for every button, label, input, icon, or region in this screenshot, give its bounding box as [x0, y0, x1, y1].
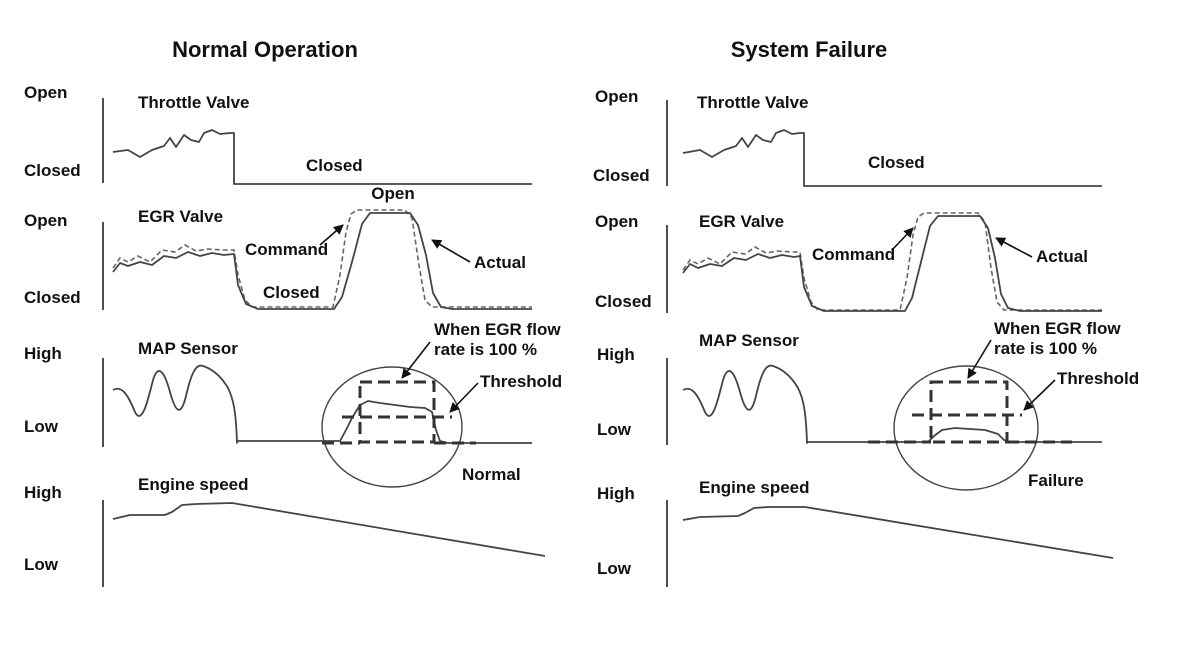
egr-flow-arrow — [401, 341, 431, 379]
y-label-open: Open — [595, 87, 638, 106]
egr-100-percent-box — [358, 380, 436, 444]
panel-system-failure: System Failure Open Closed Throttle Valv… — [593, 37, 1139, 587]
panel-normal-operation: Normal Operation Open Closed Throttle Va… — [24, 37, 562, 587]
y-label-low: Low — [24, 555, 59, 574]
engine-speed-plot: High Low Engine speed — [24, 475, 546, 587]
y-label-low: Low — [597, 420, 632, 439]
y-label-open: Open — [24, 211, 67, 230]
plot-label: EGR Valve — [699, 212, 784, 231]
y-label-high: High — [597, 345, 635, 364]
closed-annotation: Closed — [263, 283, 320, 302]
actual-trace — [682, 215, 1102, 312]
engine-speed-trace — [112, 502, 546, 557]
highlight-ellipse — [321, 366, 463, 488]
command-trace — [112, 209, 532, 308]
result-annotation: Normal — [462, 465, 521, 484]
actual-trace — [112, 212, 532, 310]
throttle-trace — [112, 129, 532, 185]
egr-valve-plot: Open Closed EGR Valve Command Actual — [595, 212, 1102, 313]
y-label-high: High — [597, 484, 635, 503]
threshold-arrow — [1023, 379, 1056, 411]
actual-arrow — [431, 239, 471, 263]
map-trace — [112, 364, 532, 444]
plot-label: MAP Sensor — [138, 339, 238, 358]
y-label-open: Open — [24, 83, 67, 102]
throttle-trace — [682, 129, 1102, 187]
throttle-valve-plot: Open Closed Throttle Valve Closed — [593, 87, 1102, 187]
egr-flow-note-line2: rate is 100 % — [994, 339, 1097, 358]
throttle-valve-plot: Open Closed Throttle Valve Closed — [24, 83, 532, 185]
threshold-annotation: Threshold — [480, 372, 562, 391]
map-sensor-plot: High Low MAP Sensor When EGR flow rate i… — [24, 320, 562, 488]
map-sensor-plot: High Low MAP Sensor When EGR flow rate i… — [597, 319, 1139, 491]
egr-flow-note-line1: When EGR flow — [994, 319, 1121, 338]
threshold-arrow — [449, 382, 479, 413]
egr-valve-plot: Open Closed EGR Valve Open Command Close… — [24, 184, 532, 310]
egr-flow-arrow — [967, 339, 992, 379]
engine-speed-trace — [682, 506, 1114, 559]
egr-flow-note-line2: rate is 100 % — [434, 340, 537, 359]
engine-speed-plot: High Low Engine speed — [597, 478, 1114, 587]
command-annotation: Command — [245, 240, 328, 259]
actual-annotation: Actual — [474, 253, 526, 272]
plot-label: Throttle Valve — [138, 93, 249, 112]
open-annotation: Open — [371, 184, 414, 203]
command-arrow — [891, 227, 914, 251]
plot-label: Throttle Valve — [697, 93, 808, 112]
plot-label: MAP Sensor — [699, 331, 799, 350]
highlight-ellipse — [893, 365, 1039, 491]
y-label-closed: Closed — [595, 292, 652, 311]
y-label-open: Open — [595, 212, 638, 231]
closed-annotation: Closed — [306, 156, 363, 175]
y-label-closed: Closed — [593, 166, 650, 185]
map-trace — [682, 364, 1102, 444]
y-label-low: Low — [597, 559, 632, 578]
result-annotation: Failure — [1028, 471, 1084, 490]
closed-annotation: Closed — [868, 153, 925, 172]
egr-100-percent-box — [929, 380, 1009, 444]
y-label-low: Low — [24, 417, 59, 436]
actual-annotation: Actual — [1036, 247, 1088, 266]
panel-title: System Failure — [731, 37, 888, 62]
command-arrow — [319, 224, 344, 246]
y-label-closed: Closed — [24, 288, 81, 307]
egr-flow-note-line1: When EGR flow — [434, 320, 561, 339]
plot-label: Engine speed — [138, 475, 249, 494]
threshold-annotation: Threshold — [1057, 369, 1139, 388]
y-label-high: High — [24, 344, 62, 363]
panel-title: Normal Operation — [172, 37, 358, 62]
plot-label: EGR Valve — [138, 207, 223, 226]
y-label-closed: Closed — [24, 161, 81, 180]
y-label-high: High — [24, 483, 62, 502]
actual-arrow — [995, 237, 1033, 258]
command-annotation: Command — [812, 245, 895, 264]
plot-label: Engine speed — [699, 478, 810, 497]
